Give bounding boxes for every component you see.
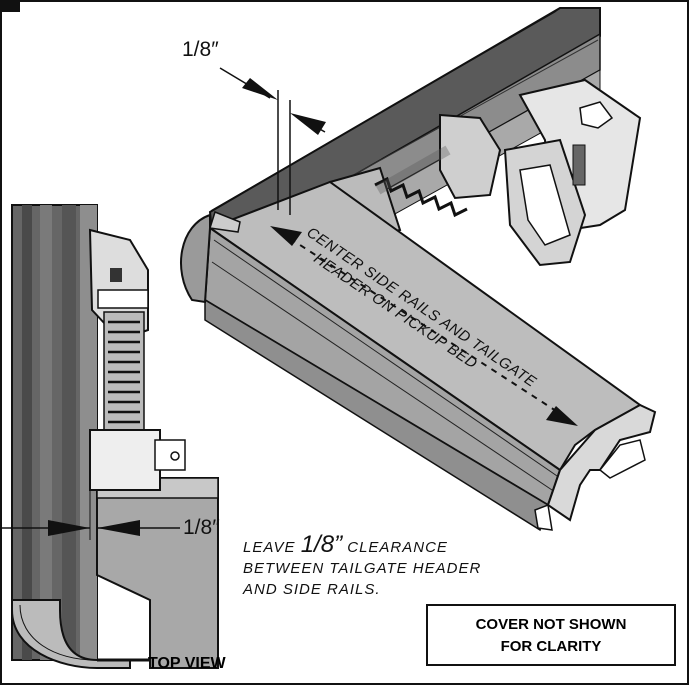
cover-line1: COVER NOT SHOWN	[475, 616, 627, 633]
note-suffix: CLEARANCE	[342, 539, 448, 556]
note-prefix: LEAVE	[243, 539, 301, 556]
dimension-top	[219, 67, 326, 215]
clamp-bracket	[503, 78, 642, 267]
dimension-label-bottom: 1/8″	[183, 516, 220, 539]
top-view-detail	[0, 204, 219, 669]
clearance-note: LEAVE 1/8” CLEARANCE BETWEEN TAILGATE HE…	[243, 531, 523, 600]
note-line3: AND SIDE RAILS.	[243, 581, 381, 598]
cover-line2: FOR CLARITY	[500, 638, 602, 655]
top-view-label: TOP VIEW	[148, 655, 226, 672]
cover-not-shown-box: COVER NOT SHOWN FOR CLARITY	[426, 604, 676, 666]
note-dimension: 1/8”	[300, 531, 343, 558]
tailgate-header	[180, 180, 657, 532]
corner-tab	[0, 0, 20, 12]
note-line2: BETWEEN TAILGATE HEADER	[243, 560, 482, 577]
dimension-label-top: 1/8″	[182, 38, 219, 61]
